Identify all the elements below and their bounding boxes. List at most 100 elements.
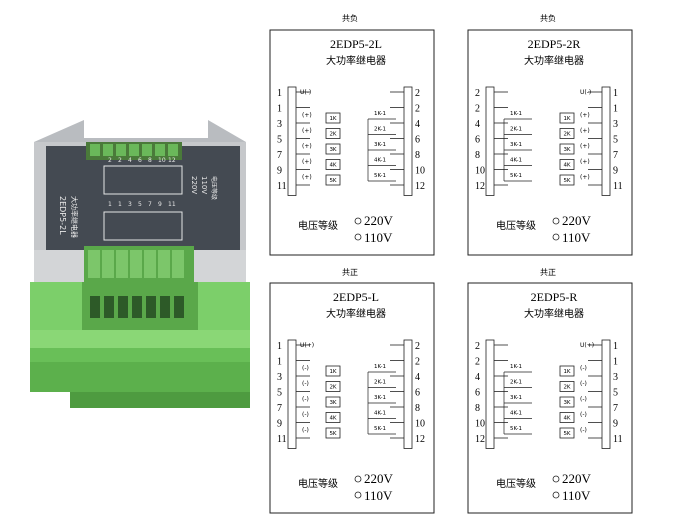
panel-1-relay-coil	[325, 159, 341, 170]
panel-1-right-terminal: 10	[415, 166, 425, 177]
panel-1-group-label: 共负	[342, 13, 358, 23]
panel-2-supply-label: U(-)	[580, 89, 591, 96]
panel-2-voltage-caption: 电压等级	[496, 219, 536, 232]
panel-2-polarity-mark: (+)	[580, 112, 590, 119]
panel-2-relay-coil	[559, 159, 575, 170]
panel-4-voltage-110-radio	[552, 491, 560, 499]
panel-1-left-terminal: 9	[277, 166, 282, 177]
panel-2-relay-coil	[559, 174, 575, 186]
panel-4-left-terminal: 10	[475, 419, 485, 430]
panel-1-right-terminal: 2	[415, 104, 420, 115]
panel-3-right-terminal: 8	[415, 403, 420, 414]
panel-4-relay-coil	[559, 365, 575, 377]
device-terminal-number: 1	[118, 201, 122, 208]
panel-2-left-terminal-block	[485, 86, 495, 196]
panel-1-contact-label: 3K-1	[374, 142, 386, 148]
panel-4-polarity-mark: (-)	[580, 381, 587, 388]
panel-2-voltage-220: 220V	[562, 213, 592, 228]
device-terminal-number: 11	[168, 201, 176, 208]
panel-1-relay-label: 2K	[329, 132, 336, 138]
panel-2-polarity-mark: (+)	[580, 128, 590, 135]
panel-4-left-terminal-block	[485, 339, 495, 449]
panel-3-right-terminal: 2	[415, 357, 420, 368]
device-terminal-number: 10	[158, 157, 166, 164]
device-terminal-number: 5	[138, 201, 142, 208]
panel-1-relay-label: 1K	[329, 116, 336, 122]
panel-3-relay-coil	[325, 412, 341, 423]
device-title-text: 大功率继电器	[70, 196, 79, 238]
panel-2-right-terminal-block	[601, 86, 611, 196]
panel-3-relay-coil	[325, 427, 341, 439]
panel-1-polarity-mark: (+)	[302, 128, 312, 135]
panel-2-model: 2EDP5-2R	[528, 37, 581, 51]
panel-3-contact-label: 3K-1	[374, 395, 386, 401]
panel-2-contact-label: 3K-1	[510, 142, 522, 148]
panel-4-right-terminal: 1	[613, 341, 618, 352]
panel-1-relay-label: 3K	[329, 147, 336, 153]
panel-2-polarity-mark: (+)	[580, 143, 590, 150]
panel-1-polarity-mark: (+)	[302, 112, 312, 119]
panel-3-voltage-caption: 电压等级	[298, 477, 338, 490]
panel-2-left-terminal: 2	[475, 88, 480, 99]
panel-1-right-terminal: 2	[415, 88, 420, 99]
panel-3-polarity-mark: (-)	[302, 427, 309, 434]
device-terminal-number: 1	[108, 201, 112, 208]
device-terminal-number: 9	[158, 201, 162, 208]
panel-1-left-terminal: 3	[277, 119, 282, 130]
panel-3-right-terminal: 6	[415, 388, 420, 399]
panel-2-contact-label: 2K-1	[510, 127, 522, 133]
panel-1-relay-label: 4K	[329, 163, 336, 169]
panel-2-frame	[467, 29, 633, 256]
panel-2-right-terminal: 11	[613, 181, 623, 192]
panel-1-left-terminal: 11	[277, 181, 287, 192]
panel-4-polarity-mark: (-)	[580, 396, 587, 403]
panel-4-right-terminal: 1	[613, 357, 618, 368]
panel-1-contact-label: 2K-1	[374, 127, 386, 133]
panel-3-voltage-220: 220V	[364, 471, 394, 486]
panel-2-right-terminal: 9	[613, 166, 618, 177]
panel-1-contact-label: 1K-1	[374, 111, 386, 117]
panel-2-voltage-110: 110V	[562, 230, 591, 245]
panel-2-relay-coil	[559, 143, 575, 155]
panel-3-left-terminal: 9	[277, 419, 282, 430]
panel-4-supply-label: U(+)	[580, 342, 594, 349]
panel-4-right-terminal: 11	[613, 434, 623, 445]
panel-2-right-terminal: 3	[613, 119, 618, 130]
panel-3-group-label: 共正	[342, 268, 358, 277]
panel-3-relay-label: 1K	[329, 369, 336, 375]
panel-2-left-terminal: 12	[475, 181, 485, 192]
panel-4-model: 2EDP5-R	[531, 290, 578, 304]
panel-3-relay-coil	[325, 365, 341, 377]
panel-4-voltage-110: 110V	[562, 488, 591, 503]
panel-4-subtitle: 大功率继电器	[524, 307, 584, 320]
panel-4-relay-label: 4K	[563, 416, 570, 422]
device-terminal-number: 3	[128, 201, 132, 208]
panel-3-right-terminal: 10	[415, 419, 425, 430]
panel-4-left-terminal: 12	[475, 434, 485, 445]
panel-2-relay-label: 4K	[563, 163, 570, 169]
panel-3-supply-label: U(+)	[300, 342, 314, 349]
panel-3-relay-coil	[325, 381, 341, 392]
panel-1-contact-label: 4K-1	[374, 158, 386, 164]
panel-2-contact-label: 5K-1	[510, 173, 522, 179]
panel-4-voltage-caption: 电压等级	[496, 477, 536, 490]
panel-2-right-terminal: 7	[613, 150, 618, 161]
panel-3-voltage-110-radio	[354, 491, 362, 499]
device-terminal-number: 7	[148, 201, 152, 208]
device-voltage-caption: 电压等级	[210, 176, 218, 200]
panel-3-left-terminal: 3	[277, 372, 282, 383]
panel-3-contact-label: 1K-1	[374, 364, 386, 370]
panel-4-right-terminal: 3	[613, 372, 618, 383]
panel-4-right-terminal: 5	[613, 388, 618, 399]
panel-4-contact-label: 4K-1	[510, 411, 522, 417]
panel-3-left-terminal: 7	[277, 403, 282, 414]
panel-4-relay-label: 1K	[563, 369, 570, 375]
panel-2-polarity-mark: (+)	[580, 159, 590, 166]
panel-4-left-terminal: 6	[475, 388, 480, 399]
panel-1-voltage-110: 110V	[364, 230, 393, 245]
panel-1-left-terminal: 1	[277, 88, 282, 99]
panel-1-contact-label: 5K-1	[374, 173, 386, 179]
panel-3-model: 2EDP5-L	[333, 290, 379, 304]
panel-4-left-terminal: 2	[475, 341, 480, 352]
